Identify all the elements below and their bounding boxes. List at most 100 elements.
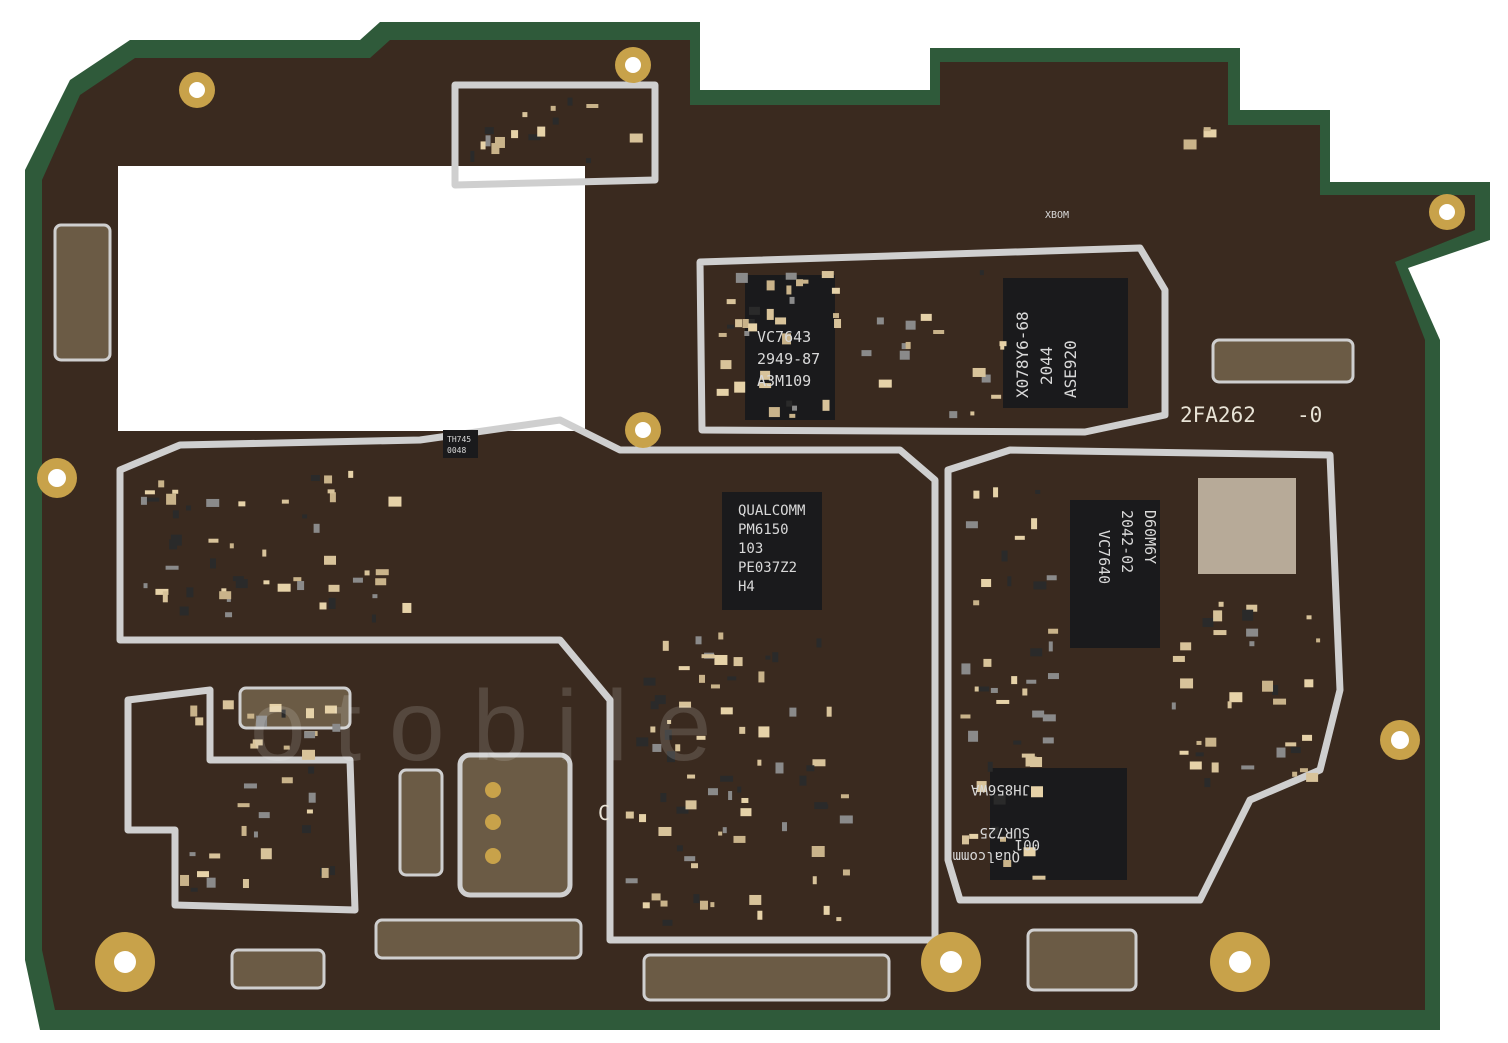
smd-component — [1218, 601, 1224, 607]
smd-component — [1249, 641, 1255, 647]
smd-component — [258, 812, 270, 819]
smd-component — [786, 285, 792, 295]
smd-component — [991, 826, 999, 835]
smd-component — [1306, 772, 1319, 782]
smd-component — [586, 158, 592, 164]
smd-component — [172, 510, 179, 519]
smd-component — [1316, 638, 1321, 643]
transceiver-line-1: SUR725 — [979, 824, 1030, 840]
smd-component — [484, 127, 494, 135]
smd-component — [1048, 628, 1059, 634]
smd-component — [1292, 771, 1298, 777]
smd-component — [1030, 786, 1043, 798]
smd-component — [822, 399, 830, 411]
smd-component — [190, 705, 198, 717]
smd-component — [960, 714, 971, 719]
smd-component — [710, 902, 715, 908]
smd-component — [749, 894, 762, 905]
smd-component — [974, 686, 979, 692]
smd-component — [348, 470, 354, 478]
smd-component — [306, 809, 313, 814]
smd-component — [1195, 752, 1204, 757]
smd-component — [308, 792, 316, 803]
smd-component — [494, 136, 505, 148]
smd-component — [324, 705, 337, 714]
smd-component — [179, 606, 189, 616]
smd-component — [310, 475, 320, 482]
smd-component — [792, 405, 798, 411]
smd-component — [196, 871, 209, 878]
smd-component — [814, 802, 828, 810]
smd-component — [1001, 550, 1008, 562]
smd-component — [262, 549, 267, 557]
smd-component — [796, 279, 804, 287]
smd-component — [734, 381, 746, 393]
smd-component — [760, 370, 771, 380]
smd-component — [876, 317, 884, 325]
smd-component — [1241, 765, 1255, 770]
smd-component — [996, 699, 1010, 704]
smd-component — [758, 726, 770, 738]
rf-shields — [116, 81, 1344, 944]
smd-component — [905, 341, 911, 349]
rf1-line-0: D60M6Y — [1141, 510, 1159, 564]
smd-component — [1211, 762, 1219, 773]
smd-component — [720, 775, 734, 782]
smd-component — [650, 726, 656, 733]
smd-component — [1299, 768, 1308, 773]
smd-component — [993, 794, 1006, 805]
smd-component — [155, 588, 169, 595]
smd-component — [676, 806, 689, 814]
smd-component — [718, 632, 724, 640]
smd-component — [293, 577, 302, 582]
smd-component — [1180, 678, 1194, 689]
smd-component — [332, 723, 341, 732]
smd-component — [735, 272, 748, 283]
smd-component — [263, 580, 270, 585]
smd-component — [643, 677, 656, 686]
sensor-line-0: TH745 — [447, 435, 471, 444]
smd-component — [1025, 756, 1037, 767]
smd-component — [768, 407, 780, 418]
smd-component — [158, 480, 165, 488]
pmic-line-4: H4 — [738, 579, 755, 595]
pa1-line-1: 2949-87 — [757, 350, 820, 368]
smd-component — [375, 569, 389, 576]
smd-component — [210, 558, 217, 569]
smd-component — [772, 652, 779, 663]
smd-component — [269, 703, 282, 712]
smd-component — [840, 794, 849, 799]
smd-component — [260, 848, 272, 860]
smd-component — [920, 313, 932, 321]
smd-component — [1203, 127, 1211, 132]
smd-component — [748, 306, 760, 315]
smd-component — [636, 737, 649, 747]
smd-component — [933, 330, 945, 335]
smd-component — [969, 833, 979, 839]
smd-component — [243, 783, 257, 789]
shield-mark: C — [598, 801, 610, 825]
smd-component — [695, 636, 702, 645]
smd-component — [991, 394, 1002, 399]
smd-component — [831, 287, 840, 294]
smd-component — [806, 765, 815, 772]
smd-component — [1023, 847, 1036, 857]
smd-component — [722, 827, 727, 834]
smd-component — [402, 602, 412, 613]
smd-component — [949, 411, 958, 419]
smd-component — [552, 117, 559, 125]
smd-component — [1032, 710, 1045, 718]
mounting-holes — [37, 47, 1465, 992]
smd-component — [786, 400, 793, 407]
pmic-chip — [722, 492, 822, 610]
smd-component — [1032, 875, 1046, 880]
smd-component — [1172, 655, 1185, 662]
smd-component — [170, 534, 182, 546]
board-connectors — [53, 223, 1355, 1002]
smd-component — [491, 143, 500, 155]
smd-component — [629, 133, 643, 143]
smd-component — [237, 803, 250, 808]
smd-component — [1285, 742, 1297, 747]
smd-component — [485, 135, 491, 147]
